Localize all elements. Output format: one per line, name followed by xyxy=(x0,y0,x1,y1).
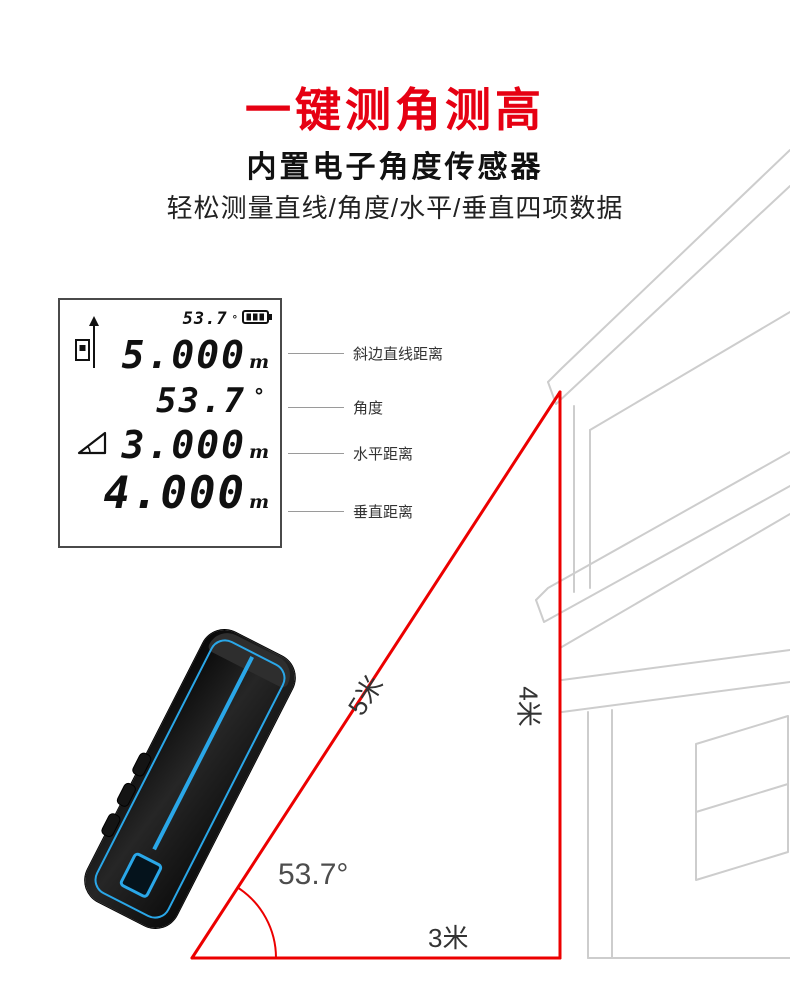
callout-line xyxy=(288,407,344,408)
mid-eave-fascia xyxy=(535,485,790,623)
window-mullion xyxy=(695,783,789,813)
page-title: 一键测角测高 xyxy=(245,84,545,136)
reading-slope-distance: 5.000 m xyxy=(122,336,272,374)
balcony-line-top xyxy=(561,649,790,681)
callout-angle: 角度 xyxy=(288,397,383,418)
angle-icon xyxy=(76,430,108,461)
triangle-hypotenuse-line xyxy=(190,390,562,960)
mid-eave-bottom xyxy=(559,513,790,649)
status-angle-value: 53.7 xyxy=(182,309,228,329)
page-subtitle: 内置电子角度传感器 xyxy=(246,151,544,184)
mid-eave-outer xyxy=(535,451,790,601)
angle-arc xyxy=(236,886,277,959)
horizontal-length-label: 3米 xyxy=(428,923,469,953)
lcd-display: 53.7 ° 5.000 m 53.7 ° xyxy=(58,298,282,548)
roof-outer-line xyxy=(547,149,790,383)
callout-line xyxy=(288,353,344,354)
vertical-length-label: 4米 xyxy=(513,686,544,727)
page-tagline: 轻松测量直线/角度/水平/垂直四项数据 xyxy=(166,193,624,223)
reading-horizontal-distance: 3.000 m xyxy=(122,426,272,464)
lcd-status-row: 53.7 ° xyxy=(183,310,272,329)
reading-unit: m xyxy=(248,441,270,463)
reading-vertical-distance: 4.000 m xyxy=(104,472,272,516)
reading-value: 53.7 xyxy=(156,381,246,421)
reading-value: 4.000 xyxy=(103,468,246,519)
status-angle-unit: ° xyxy=(232,313,237,326)
callout-slope-distance: 斜边直线距离 xyxy=(288,343,443,364)
reading-value: 5.000 xyxy=(121,333,246,377)
reading-unit: m xyxy=(248,491,270,513)
balcony-line-bottom xyxy=(561,681,790,713)
roof-fascia-line xyxy=(547,185,790,405)
reading-unit: m xyxy=(248,351,270,373)
reading-unit: ° xyxy=(252,384,266,408)
callout-line xyxy=(288,511,344,512)
device-direction-icon xyxy=(74,314,104,377)
callout-line xyxy=(288,453,344,454)
battery-icon xyxy=(242,310,272,329)
callout-horizontal-distance: 水平距离 xyxy=(288,443,413,464)
callout-label: 水平距离 xyxy=(353,446,414,463)
callout-label: 斜边直线距离 xyxy=(353,346,444,363)
angle-value-label: 53.7° xyxy=(278,858,349,891)
reading-angle: 53.7 ° xyxy=(156,384,272,418)
roof-soffit-line xyxy=(589,311,790,431)
callout-label: 垂直距离 xyxy=(353,504,414,521)
callout-label: 角度 xyxy=(353,400,384,417)
callout-vertical-distance: 垂直距离 xyxy=(288,501,413,522)
reading-value: 3.000 xyxy=(121,423,246,467)
window-frame xyxy=(695,715,789,881)
